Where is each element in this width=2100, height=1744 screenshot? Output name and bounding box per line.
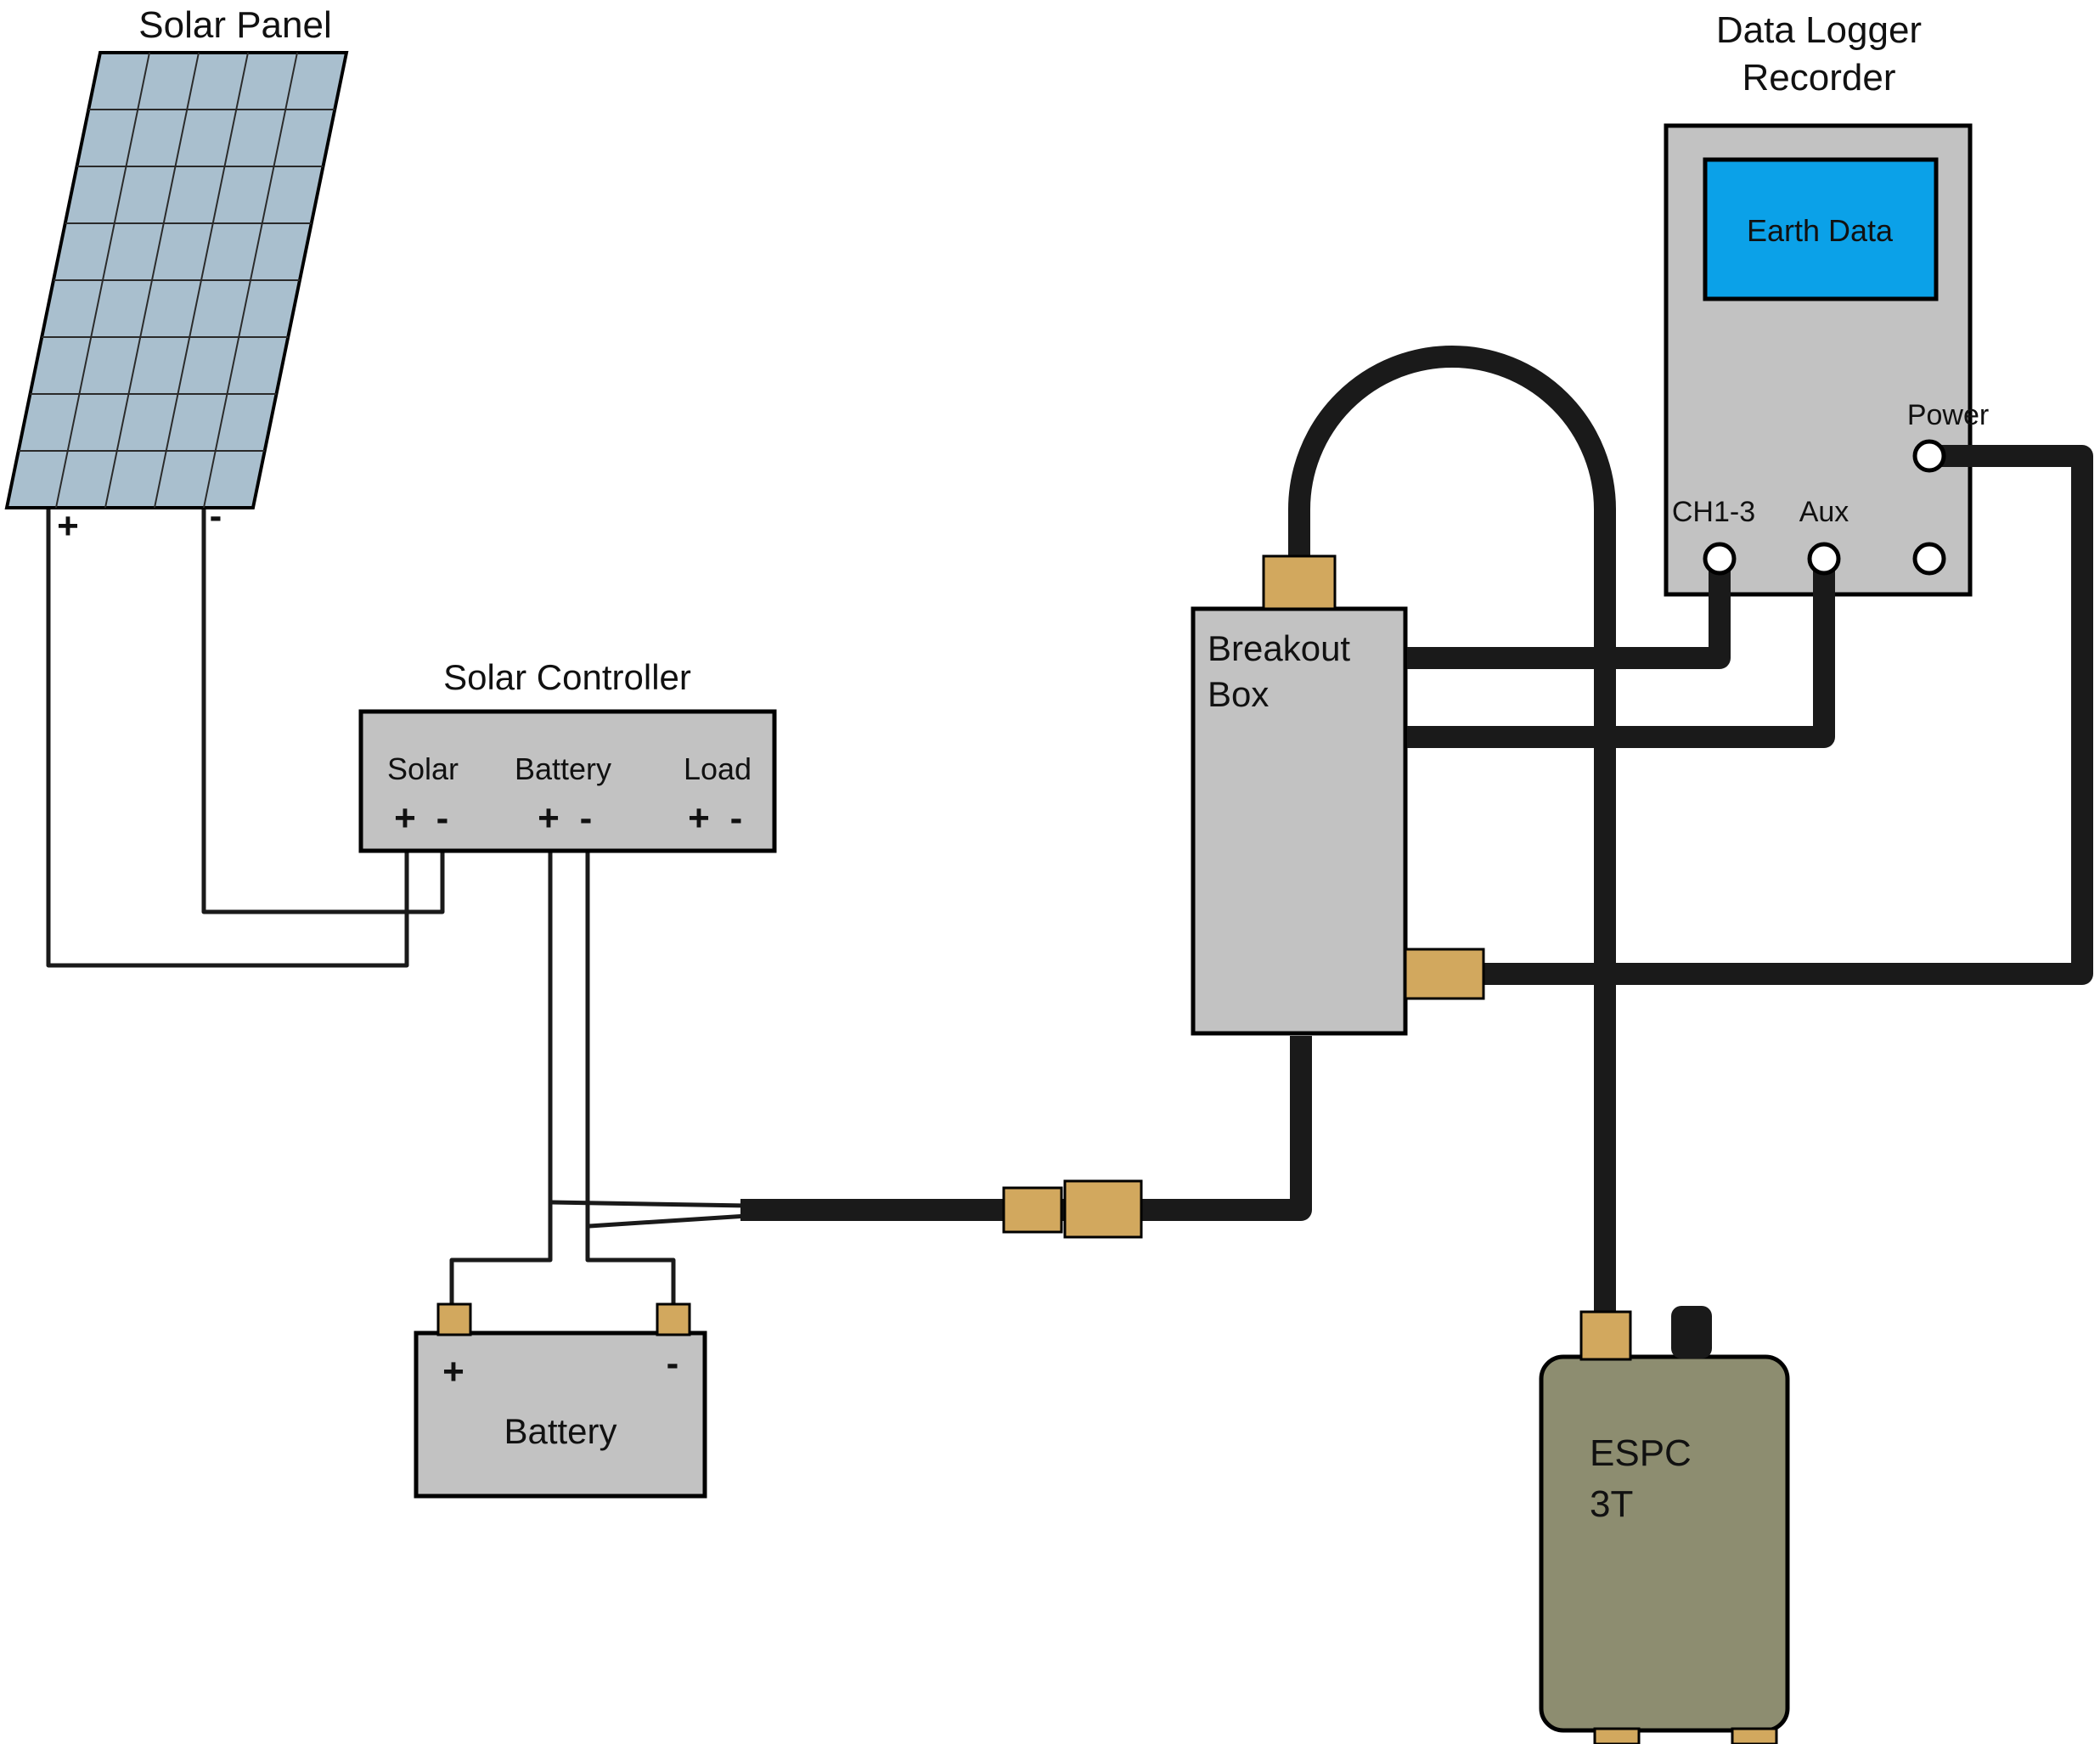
solar-panel-plus-label: + bbox=[57, 505, 79, 547]
solar-controller-title: Solar Controller bbox=[443, 657, 691, 697]
data-logger-title-line2: Recorder bbox=[1742, 57, 1896, 98]
controller-load-plus: + bbox=[688, 797, 710, 839]
inline-connector-left bbox=[1002, 1186, 1063, 1234]
data-logger-title-line1: Data Logger bbox=[1716, 9, 1922, 51]
battery-negative-terminal bbox=[656, 1302, 691, 1336]
breakout-box-title-line2: Box bbox=[1208, 674, 1269, 714]
ch1-3-port-label: CH1-3 bbox=[1672, 496, 1755, 528]
connectors bbox=[436, 554, 1778, 1744]
battery-positive-wire bbox=[449, 851, 553, 1314]
espc-title-line1: ESPC bbox=[1590, 1432, 1692, 1474]
data-logger-screen-text: Earth Data bbox=[1747, 213, 1894, 248]
solar-panel-minus-label: - bbox=[210, 495, 222, 537]
battery-minus-label: - bbox=[667, 1342, 679, 1384]
data-logger-screen bbox=[1703, 157, 1939, 301]
controller-solar-minus: - bbox=[436, 797, 449, 839]
controller-load-label: Load bbox=[684, 751, 752, 786]
ch1-3-port bbox=[1703, 542, 1737, 576]
controller-battery-label: Battery bbox=[515, 751, 611, 786]
espc-aux-plug bbox=[1671, 1306, 1712, 1359]
battery-title: Battery bbox=[504, 1411, 616, 1451]
inline-connector-right bbox=[1063, 1179, 1143, 1239]
solar-panel bbox=[4, 51, 349, 509]
solar-controller-box bbox=[358, 709, 777, 853]
power-port bbox=[1912, 439, 1946, 473]
sensor-arc-cable bbox=[1288, 346, 1616, 1326]
battery-box bbox=[414, 1331, 707, 1499]
load-feed-wire-1 bbox=[551, 1200, 748, 1208]
load-cable bbox=[740, 1036, 1312, 1221]
controller-load-minus: - bbox=[730, 797, 743, 839]
espc-title-line2: 3T bbox=[1590, 1483, 1633, 1525]
thick-cables bbox=[740, 346, 2093, 1326]
solar-panel-body bbox=[4, 51, 349, 509]
power-cable bbox=[1484, 445, 2093, 985]
data-logger-ports bbox=[1703, 439, 1946, 576]
thin-wires bbox=[46, 509, 748, 1314]
controller-battery-plus: + bbox=[538, 797, 560, 839]
battery-plus-label: + bbox=[442, 1351, 464, 1392]
aux-port-label: Aux bbox=[1799, 496, 1849, 528]
espc-sensor-box bbox=[1539, 1354, 1790, 1733]
aux-cable bbox=[1407, 560, 1835, 748]
labels: Solar Panel + - Solar Controller Solar B… bbox=[57, 4, 1989, 1525]
espc-bottom-connector-left bbox=[1593, 1727, 1641, 1744]
controller-solar-plus: + bbox=[394, 797, 416, 839]
solar-panel-title: Solar Panel bbox=[138, 4, 331, 46]
battery-negative-wire bbox=[585, 851, 676, 1314]
espc-bottom-connector-right bbox=[1731, 1727, 1778, 1744]
solar-panel-grid bbox=[18, 53, 335, 508]
breakout-right-connector bbox=[1404, 948, 1485, 1000]
controller-solar-label: Solar bbox=[387, 751, 459, 786]
power-port-label: Power bbox=[1907, 399, 1989, 431]
load-feed-wire-2 bbox=[588, 1213, 748, 1229]
breakout-box bbox=[1191, 606, 1408, 1036]
spare-port bbox=[1912, 542, 1946, 576]
aux-port bbox=[1807, 542, 1841, 576]
solar-panel-positive-wire bbox=[46, 509, 409, 968]
espc-top-connector bbox=[1579, 1310, 1632, 1361]
breakout-top-connector bbox=[1262, 554, 1337, 610]
controller-battery-minus: - bbox=[580, 797, 593, 839]
breakout-box-title-line1: Breakout bbox=[1208, 628, 1350, 668]
solar-panel-negative-wire bbox=[201, 509, 445, 914]
battery-positive-terminal bbox=[436, 1302, 472, 1336]
ch1-3-cable bbox=[1407, 560, 1731, 669]
